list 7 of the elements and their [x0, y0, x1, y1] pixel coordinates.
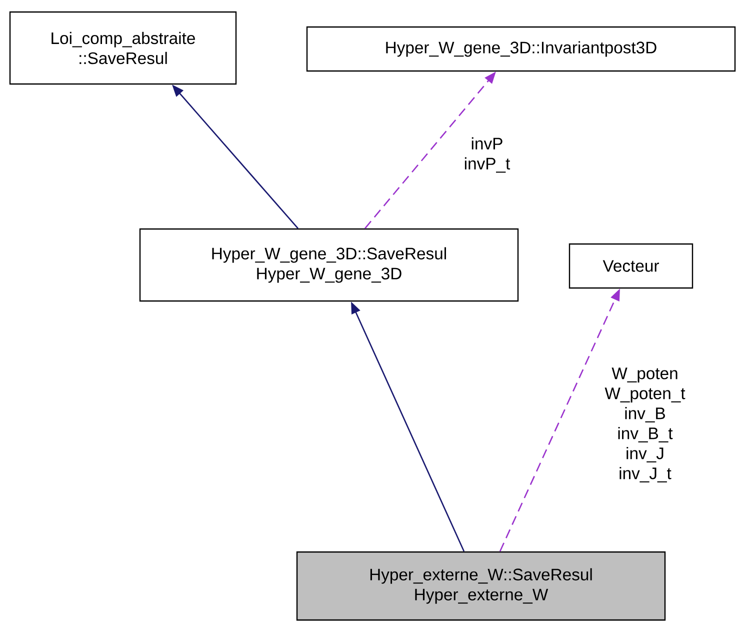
edge-label: W_poten W_poten_t inv_B inv_B_t inv_J inv_J_t [596, 366, 694, 484]
class-box: Vecteur [568, 243, 694, 289]
class-box: Loi_comp_abstraite ::SaveResul [9, 11, 237, 85]
class-box: Hyper_W_gene_3D::SaveResul Hyper_W_gene_3D [139, 228, 519, 302]
edge-label: invP invP_t [450, 136, 524, 174]
class-box: Hyper_externe_W::SaveResul Hyper_externe_W [296, 551, 666, 621]
class-box: Hyper_W_gene_3D::Invariantpost3D [306, 26, 736, 72]
